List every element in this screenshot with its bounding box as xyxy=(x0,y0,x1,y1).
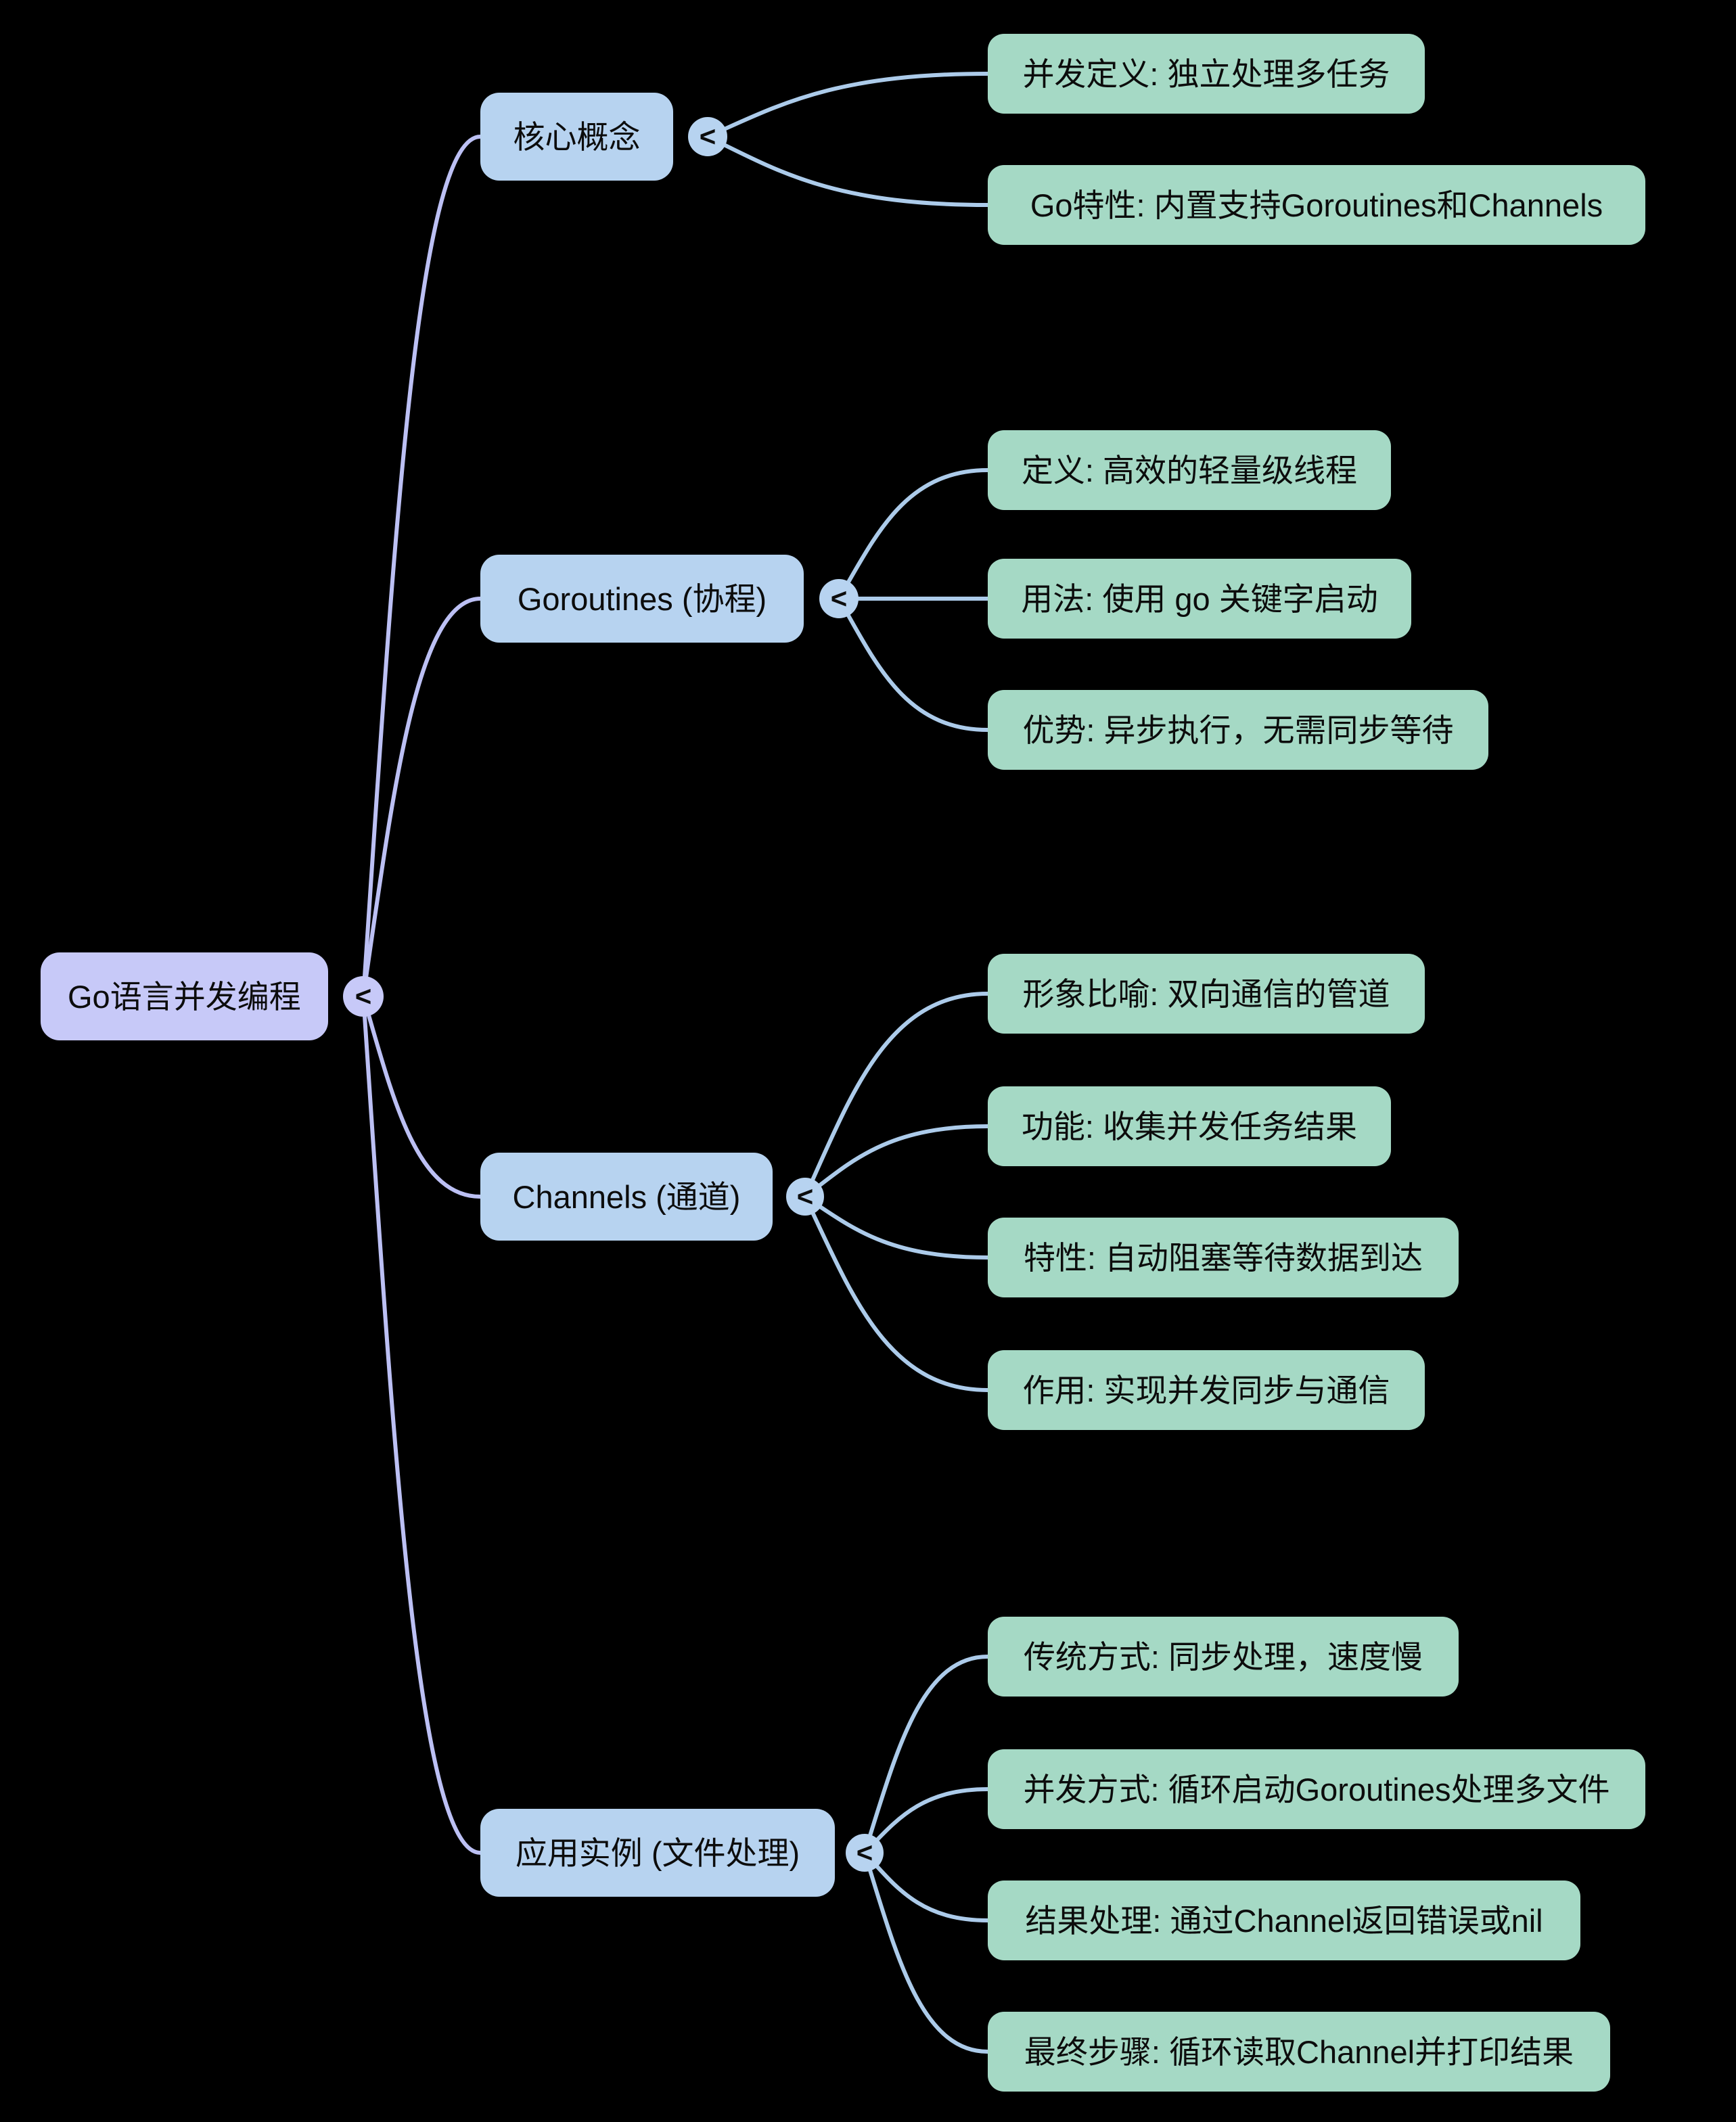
leaf-node-channel-characteristic[interactable]: 特性: 自动阻塞等待数据到达 xyxy=(988,1218,1459,1297)
collapse-button-root[interactable]: < xyxy=(343,976,384,1017)
connector-channels-leaf-1 xyxy=(803,992,990,1199)
collapse-button-application-example[interactable]: < xyxy=(846,1834,884,1872)
leaf-node-goroutine-advantage[interactable]: 优势: 异步执行，无需同步等待 xyxy=(988,690,1488,770)
leaf-node-go-feature[interactable]: Go特性: 内置支持Goroutines和Channels xyxy=(988,165,1645,245)
connector-root-to-application xyxy=(361,994,482,1855)
connector-goroutines-leaf-3 xyxy=(837,597,990,732)
connector-channels-leaf-4 xyxy=(803,1195,990,1392)
connector-goroutines-leaf-1 xyxy=(837,468,990,601)
branch-node-application-example[interactable]: 应用实例 (文件处理) xyxy=(480,1809,835,1897)
branch-node-core-concepts[interactable]: 核心概念 xyxy=(480,93,673,181)
connector-channels-leaf-2 xyxy=(803,1124,990,1199)
connector-core-leaf-1 xyxy=(706,72,990,139)
connector-root-to-core-concepts xyxy=(361,135,482,998)
leaf-node-traditional-way[interactable]: 传统方式: 同步处理，速度慢 xyxy=(988,1617,1459,1697)
leaf-node-channel-metaphor[interactable]: 形象比喻: 双向通信的管道 xyxy=(988,954,1425,1034)
connector-application-leaf-1 xyxy=(863,1655,990,1855)
leaf-node-result-handling[interactable]: 结果处理: 通过Channel返回错误或nil xyxy=(988,1881,1580,1960)
leaf-node-final-step[interactable]: 最终步骤: 循环读取Channel并打印结果 xyxy=(988,2012,1610,2092)
branch-node-channels[interactable]: Channels (通道) xyxy=(480,1153,773,1241)
leaf-node-concurrency-definition[interactable]: 并发定义: 独立处理多任务 xyxy=(988,34,1425,114)
connector-application-leaf-4 xyxy=(863,1851,990,2054)
collapse-button-core-concepts[interactable]: < xyxy=(688,117,727,156)
collapse-button-goroutines[interactable]: < xyxy=(819,579,859,618)
connector-root-to-goroutines xyxy=(361,597,482,998)
connector-core-leaf-2 xyxy=(706,135,990,207)
leaf-node-goroutine-definition[interactable]: 定义: 高效的轻量级线程 xyxy=(988,430,1391,510)
leaf-node-channel-function[interactable]: 功能: 收集并发任务结果 xyxy=(988,1086,1391,1166)
root-node[interactable]: Go语言并发编程 xyxy=(41,952,328,1040)
leaf-node-goroutine-usage[interactable]: 用法: 使用 go 关键字启动 xyxy=(988,559,1411,639)
collapse-button-channels[interactable]: < xyxy=(786,1178,824,1216)
connector-channels-leaf-3 xyxy=(803,1195,990,1260)
branch-node-goroutines[interactable]: Goroutines (协程) xyxy=(480,555,804,643)
leaf-node-concurrent-way[interactable]: 并发方式: 循环启动Goroutines处理多文件 xyxy=(988,1749,1645,1829)
leaf-node-channel-purpose[interactable]: 作用: 实现并发同步与通信 xyxy=(988,1350,1425,1430)
connector-root-to-channels xyxy=(361,994,482,1199)
